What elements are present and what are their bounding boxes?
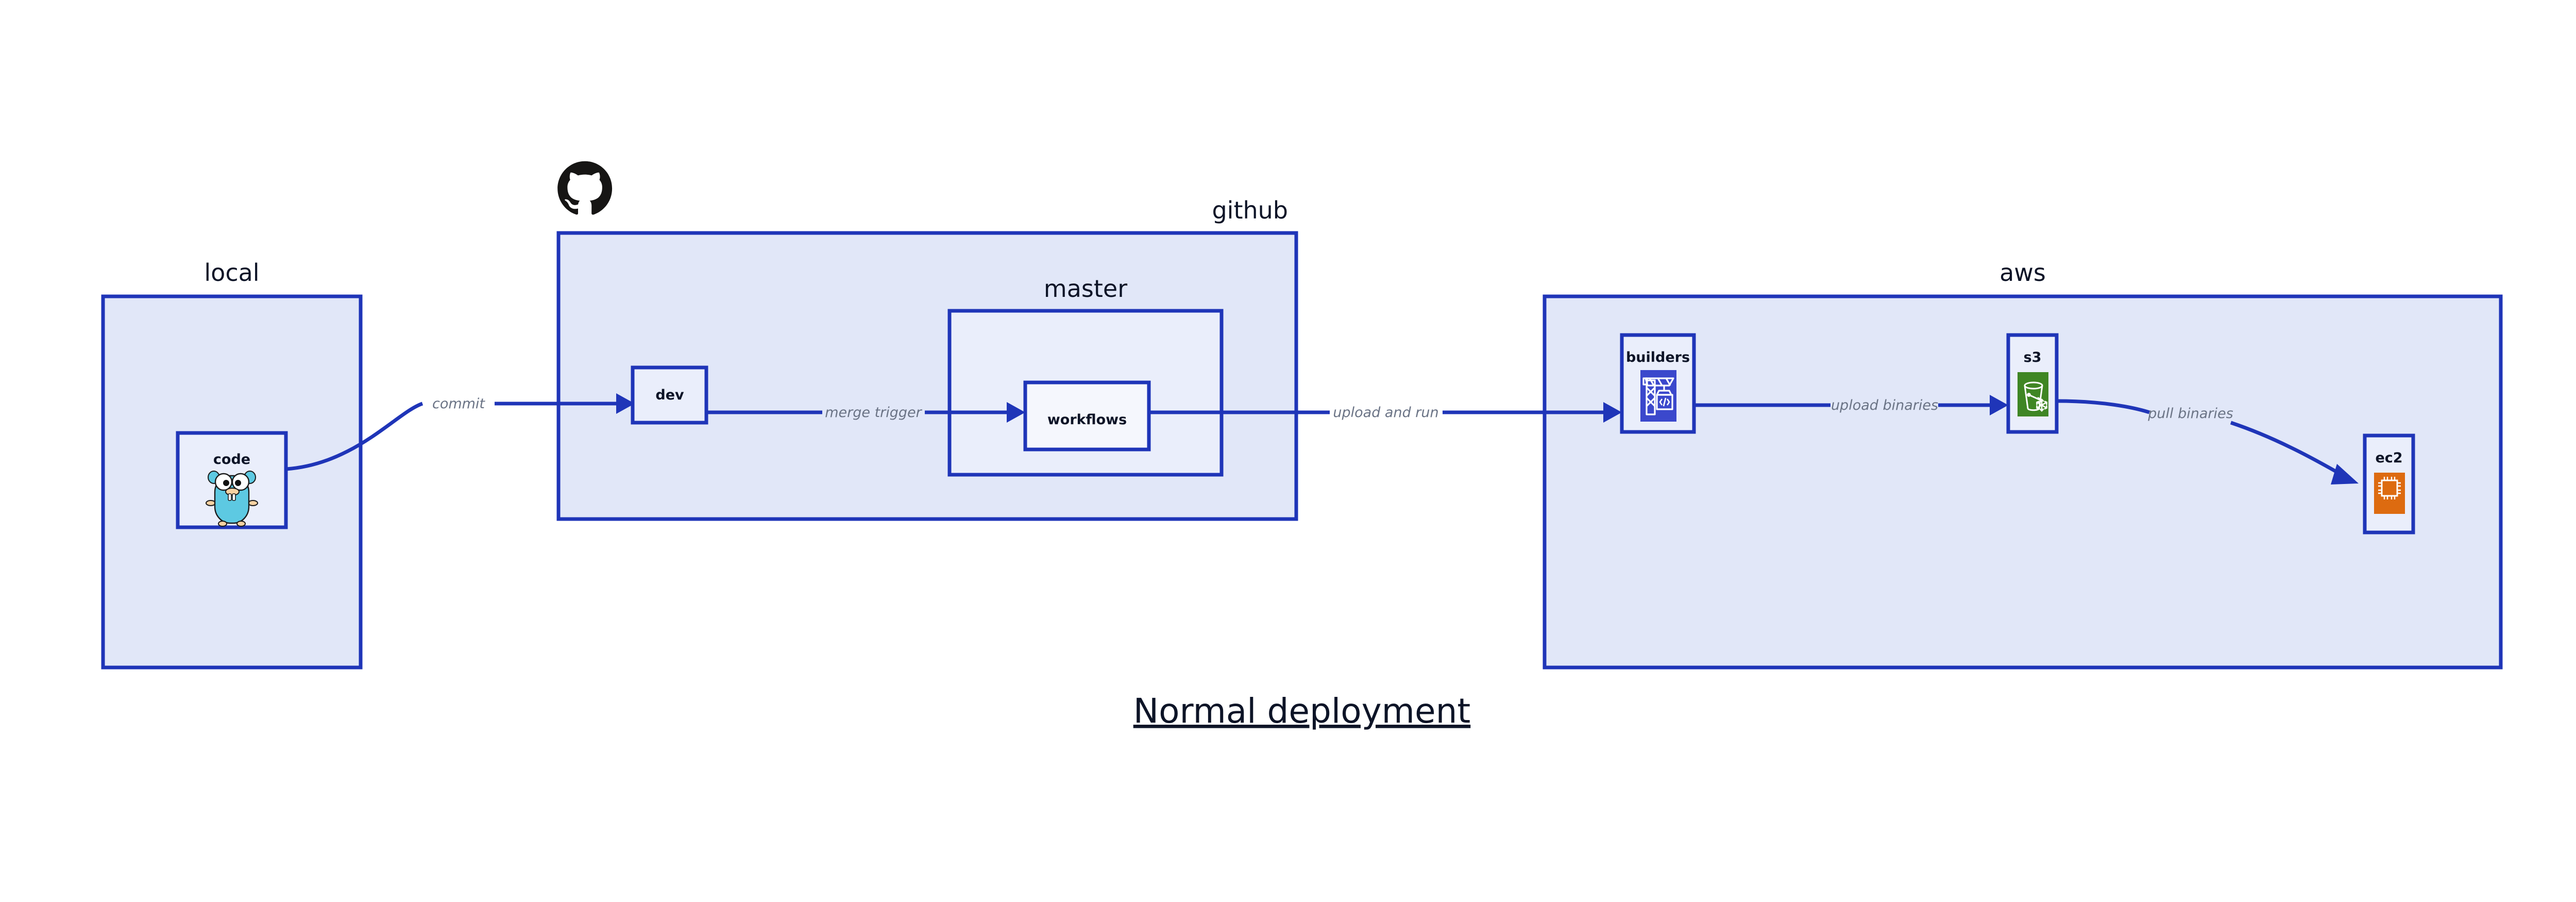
edge-pull-binaries-arrowhead [2331, 464, 2359, 485]
node-dev-box[interactable] [631, 365, 708, 425]
edge-pull-binaries-line-b [2230, 421, 2346, 479]
edge-upload-binaries: upload binaries [1694, 395, 2008, 415]
node-workflows-box[interactable] [1023, 380, 1151, 452]
group-aws[interactable]: aws [1543, 259, 2503, 670]
edge-upload-and-run-arrowhead [1603, 402, 1622, 423]
node-s3-label: s3 [2024, 349, 2042, 365]
edge-pull-binaries-label: pull binaries [2147, 406, 2233, 422]
node-s3[interactable]: s3 [2006, 333, 2059, 434]
aws-codebuild-crane-icon [1640, 370, 1676, 422]
edge-merge-trigger: merge trigger [706, 402, 1025, 423]
group-local-label: local [204, 259, 259, 287]
node-code-label: code [213, 452, 250, 467]
edge-merge-trigger-label: merge trigger [825, 405, 922, 421]
edge-merge-trigger-arrowhead [1007, 402, 1025, 423]
node-dev[interactable]: dev [631, 365, 708, 425]
edge-commit: commit [286, 393, 635, 471]
edge-pull-binaries: pull binaries [2056, 399, 2359, 485]
node-code[interactable]: code [176, 431, 288, 529]
node-ec2-label: ec2 [2375, 450, 2402, 466]
diagram-title: Normal deployment [1133, 691, 1471, 731]
node-ec2[interactable]: ec2 [2363, 433, 2415, 534]
edge-upload-binaries-label: upload binaries [1831, 397, 1938, 413]
group-aws-label: aws [1999, 259, 2046, 287]
aws-ec2-chip-icon [2374, 473, 2405, 514]
group-master-label: master [1044, 275, 1127, 303]
node-builders[interactable]: builders [1620, 333, 1696, 434]
go-gopher-icon [206, 471, 258, 527]
aws-s3-glacier-bucket-icon [2018, 372, 2048, 416]
node-builders-label: builders [1626, 349, 1690, 365]
node-dev-label: dev [655, 387, 684, 403]
edge-commit-line-a [286, 402, 423, 471]
edge-upload-and-run-label: upload and run [1333, 405, 1438, 421]
edge-commit-arrowhead [616, 393, 635, 414]
node-workflows[interactable]: workflows [1023, 380, 1151, 452]
edge-commit-label: commit [432, 396, 485, 412]
edge-pull-binaries-line-a [2056, 399, 2150, 414]
node-workflows-label: workflows [1047, 412, 1127, 428]
github-octocat-icon [557, 161, 613, 215]
group-github-label: github [1212, 196, 1288, 224]
edge-upload-binaries-arrowhead [1990, 395, 2008, 415]
edge-upload-and-run: upload and run [1149, 402, 1622, 423]
